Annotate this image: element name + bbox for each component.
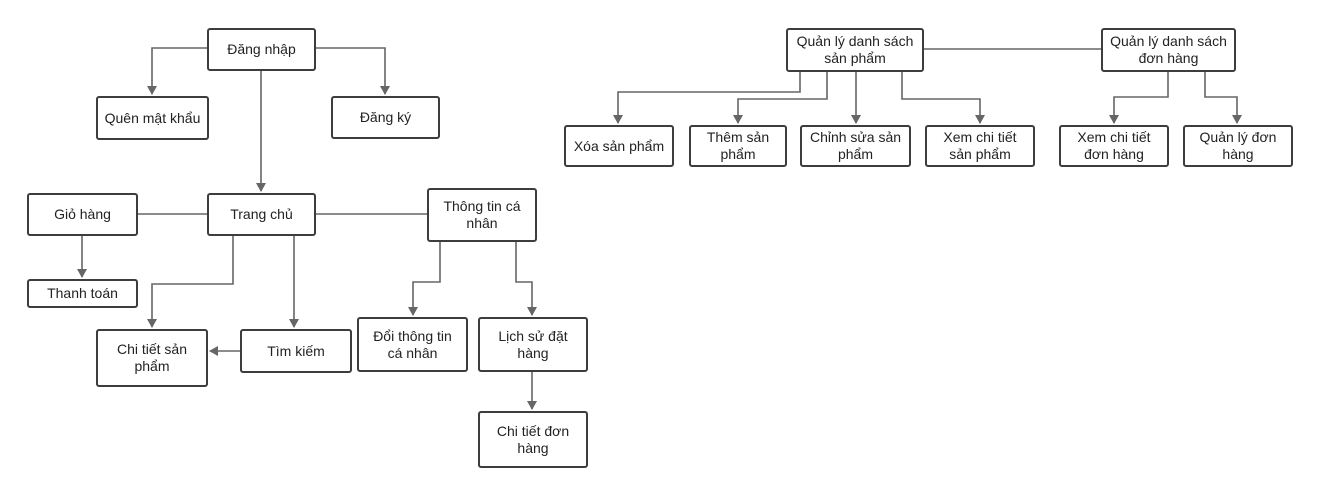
node-them-san-pham[interactable]: Thêm sản phẩm bbox=[689, 125, 787, 167]
node-thanh-toan[interactable]: Thanh toán bbox=[27, 279, 138, 308]
node-label: Thêm sản phẩm bbox=[706, 129, 770, 162]
node-ql-danh-sach-san-pham[interactable]: Quản lý danh sách sản phẩm bbox=[786, 28, 924, 72]
node-label: Chi tiết sản phẩm bbox=[116, 341, 188, 374]
node-xem-chi-tiet-san-pham[interactable]: Xem chi tiết sản phẩm bbox=[925, 125, 1035, 167]
node-chi-tiet-san-pham[interactable]: Chi tiết sản phẩm bbox=[96, 329, 208, 387]
node-dang-ky[interactable]: Đăng ký bbox=[331, 96, 440, 139]
edge-trangchu-chitietsanpham bbox=[147, 236, 234, 328]
node-tim-kiem[interactable]: Tìm kiếm bbox=[240, 329, 352, 373]
node-label: Quản lý danh sách đơn hàng bbox=[1110, 33, 1227, 66]
node-thong-tin-ca-nhan[interactable]: Thông tin cá nhân bbox=[427, 188, 537, 242]
edge-qldonhang-quanlydonhang bbox=[1204, 72, 1242, 124]
node-label: Đăng nhập bbox=[227, 41, 296, 57]
edge-dangnhap-dangky bbox=[316, 47, 390, 95]
node-quan-ly-don-hang[interactable]: Quản lý đơn hàng bbox=[1183, 125, 1293, 167]
node-label: Quản lý danh sách sản phẩm bbox=[796, 33, 914, 66]
node-quen-mat-khau[interactable]: Quên mật khẩu bbox=[96, 96, 209, 140]
node-xem-chi-tiet-don-hang[interactable]: Xem chi tiết đơn hàng bbox=[1059, 125, 1169, 167]
node-dang-nhap[interactable]: Đăng nhập bbox=[207, 28, 316, 71]
edge-qldonhang-xemchitietdonhang bbox=[1109, 72, 1169, 124]
edge-thongtin-doithongtin bbox=[408, 242, 441, 316]
node-label: Xem chi tiết sản phẩm bbox=[943, 129, 1017, 162]
node-gio-hang[interactable]: Giỏ hàng bbox=[27, 193, 138, 236]
node-label: Xóa sản phẩm bbox=[573, 137, 665, 154]
node-ql-danh-sach-don-hang[interactable]: Quản lý danh sách đơn hàng bbox=[1101, 28, 1236, 72]
node-label: Thanh toán bbox=[47, 285, 118, 301]
node-label: Trang chủ bbox=[230, 206, 293, 222]
node-label: Quản lý đơn hàng bbox=[1199, 129, 1277, 162]
node-label: Chỉnh sửa sản phẩm bbox=[809, 129, 902, 162]
node-label: Lịch sử đặt hàng bbox=[498, 327, 568, 361]
node-trang-chu[interactable]: Trang chủ bbox=[207, 193, 316, 236]
edge-qlsanpham-them bbox=[733, 72, 828, 124]
node-label: Đổi thông tin cá nhân bbox=[373, 327, 452, 361]
node-label: Chi tiết đơn hàng bbox=[496, 422, 570, 456]
node-label: Quên mật khẩu bbox=[104, 109, 201, 126]
node-chi-tiet-don-hang[interactable]: Chi tiết đơn hàng bbox=[478, 411, 588, 468]
edge-qlsanpham-xemchitiet bbox=[901, 72, 985, 124]
edge-thongtin-lichsu bbox=[515, 242, 537, 316]
node-label: Xem chi tiết đơn hàng bbox=[1077, 129, 1151, 162]
node-chinh-sua-san-pham[interactable]: Chỉnh sửa sản phẩm bbox=[800, 125, 911, 167]
node-lich-su-dat-hang[interactable]: Lịch sử đặt hàng bbox=[478, 317, 588, 372]
node-label: Đăng ký bbox=[359, 109, 412, 125]
edge-dangnhap-quenmatkhau bbox=[147, 47, 207, 95]
node-label: Thông tin cá nhân bbox=[443, 198, 521, 231]
edge-qlsanpham-xoa bbox=[613, 72, 801, 124]
node-xoa-san-pham[interactable]: Xóa sản phẩm bbox=[564, 125, 674, 167]
node-doi-thong-tin-ca-nhan[interactable]: Đổi thông tin cá nhân bbox=[357, 317, 468, 372]
node-label: Giỏ hàng bbox=[54, 206, 111, 222]
node-label: Tìm kiếm bbox=[267, 342, 325, 359]
